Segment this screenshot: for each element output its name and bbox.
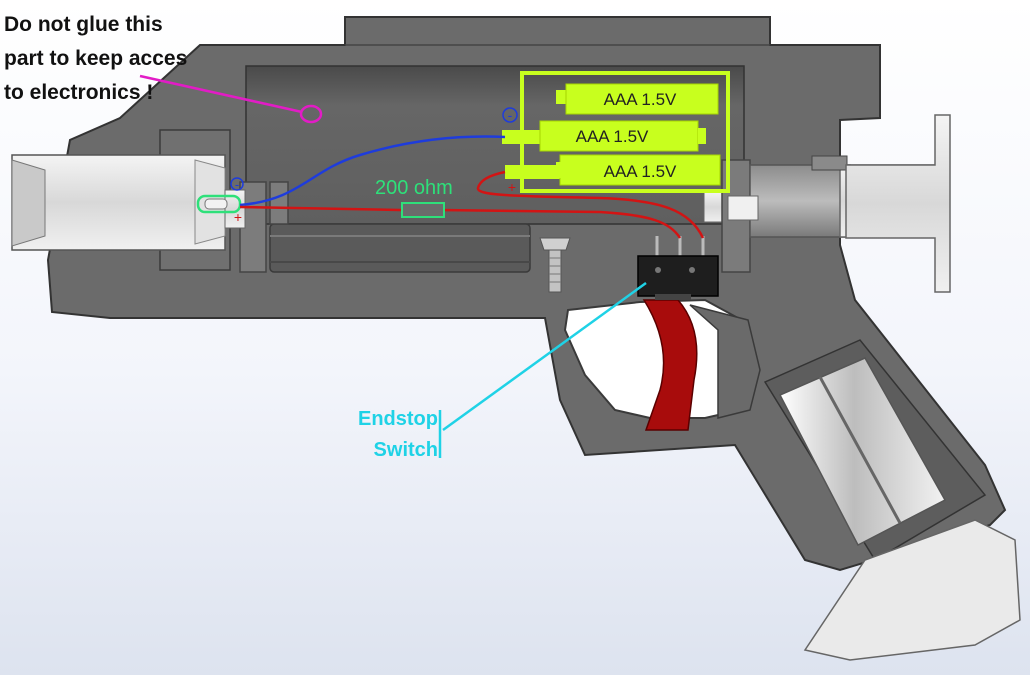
wire-positive-led [239,205,682,239]
trigger [642,299,698,431]
battery-label-1: AAA 1.5V [604,90,677,109]
glue-callout-target [299,104,323,124]
lower-tube [269,223,531,273]
minus-marker-led [230,177,244,191]
battery-label-2: AAA 1.5V [576,127,649,146]
rear-t-handle [845,114,951,293]
minus-marker-battery [502,107,518,123]
plus-sign-battery: + [508,179,516,195]
switch-icon [637,236,719,300]
switch-callout-leader [442,281,647,432]
wire-negative [239,135,506,207]
led-icon [196,194,242,214]
wire-positive-battery [476,170,705,239]
battery-icon [502,83,721,186]
glue-warning-note: Do not glue this part to keep acces to e… [4,13,188,104]
screw-icon [539,237,571,293]
resistor-label: 200 ohm [375,177,453,199]
plus-sign-led: + [234,209,242,225]
minus-sign-led: - [235,177,239,192]
magazine [763,339,1021,661]
resistor-icon [401,202,445,218]
endstop-switch-label: Endstop Switch [358,408,438,461]
minus-sign-battery: - [508,107,513,123]
battery-label-3: AAA 1.5V [604,162,677,181]
glue-callout-leader [139,74,303,114]
magazine-base [803,519,1021,661]
